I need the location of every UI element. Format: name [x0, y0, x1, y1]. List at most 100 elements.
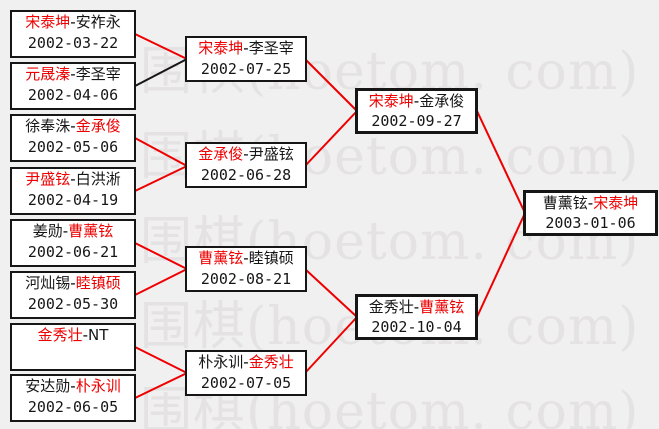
- player-name: 朴永训: [198, 353, 244, 371]
- player-name: 曹薰铉: [68, 222, 114, 240]
- match-date: 2002-06-21: [27, 243, 119, 261]
- separator: -: [70, 377, 76, 395]
- player-name: 曹薰铉: [198, 249, 244, 267]
- match-date: 2002-03-22: [27, 34, 119, 52]
- player-name: 徐奉洙: [25, 117, 71, 135]
- match-date: 2002-08-21: [200, 270, 292, 288]
- match-title: 徐奉洙-金承俊: [12, 116, 134, 137]
- connector-line: [304, 58, 358, 112]
- match-box-r2m3: 曹薰铉-睦镇硕 2002-08-21: [185, 246, 307, 292]
- match-title: 金秀壮-曹薰铉: [358, 297, 475, 317]
- match-title: 曹薰铉-宋泰坤: [526, 193, 655, 213]
- match-box-sf1: 宋泰坤-金承俊 2002-09-27: [355, 88, 478, 134]
- match-box-final: 曹薰铉-宋泰坤 2003-01-06: [523, 190, 658, 236]
- separator: -: [62, 222, 69, 240]
- match-date: 2002-07-05: [200, 374, 292, 392]
- match-date: 2002-06-05: [27, 398, 119, 416]
- match-box-r1m4: 尹盛铉-白洪淅 2002-04-19: [10, 167, 136, 215]
- match-date: 2002-09-27: [371, 112, 462, 130]
- separator: -: [413, 298, 420, 316]
- separator: -: [82, 326, 89, 344]
- match-title: 金秀壮-NT: [12, 325, 134, 346]
- match-date: 2002-10-04: [371, 318, 462, 336]
- player-name: 宋泰坤: [368, 92, 414, 110]
- connector-line: [134, 137, 188, 167]
- connector-line: [134, 165, 188, 192]
- player-name: 宋泰坤: [593, 194, 639, 212]
- player-name: 金秀壮: [37, 326, 83, 344]
- player-name: 金承俊: [419, 92, 465, 110]
- connector-line: [304, 268, 358, 318]
- match-title: 朴永训-金秀壮: [187, 352, 305, 373]
- player-name: 朴永训: [75, 377, 121, 395]
- player-name: 安达勋: [25, 377, 71, 395]
- match-box-r1m3: 徐奉洙-金承俊 2002-05-06: [10, 114, 136, 162]
- player-name: 金秀壮: [248, 353, 294, 371]
- connector-line: [476, 212, 526, 318]
- player-name: 李圣宰: [248, 39, 294, 57]
- match-box-r1m5: 姜勋-曹薰铉 2002-06-21: [10, 219, 136, 267]
- match-date: 2002-06-28: [200, 166, 292, 184]
- match-box-r2m1: 宋泰坤-李圣宰 2002-07-25: [185, 36, 307, 82]
- match-title: 姜勋-曹薰铉: [12, 221, 134, 242]
- match-date: 2002-04-06: [27, 86, 119, 104]
- match-title: 安达勋-朴永训: [12, 376, 134, 397]
- player-name: 白洪淅: [75, 170, 121, 188]
- match-date: 2002-07-25: [200, 60, 292, 78]
- player-name: 河灿锡: [25, 274, 71, 292]
- separator: -: [70, 65, 76, 83]
- separator: -: [70, 274, 76, 292]
- connector-line: [476, 110, 526, 214]
- player-name: 尹盛铉: [248, 145, 294, 163]
- match-date: 2003-01-06: [545, 214, 636, 232]
- match-title: 元晟溱-李圣宰: [12, 64, 134, 85]
- match-title: 河灿锡-睦镇硕: [12, 273, 134, 294]
- player-name: 元晟溱: [25, 65, 71, 83]
- separator: -: [70, 117, 76, 135]
- match-date: 2002-04-19: [27, 191, 119, 209]
- match-box-r1m7: 金秀壮-NT: [10, 323, 136, 371]
- player-name: 尹盛铉: [25, 170, 71, 188]
- match-title: 宋泰坤-李圣宰: [187, 38, 305, 59]
- player-name: 宋泰坤: [198, 39, 244, 57]
- connector-line: [134, 33, 188, 60]
- connector-line: [134, 58, 188, 87]
- separator: -: [70, 13, 76, 31]
- player-name: 曹薰铉: [419, 298, 465, 316]
- player-name: 宋泰坤: [25, 13, 71, 31]
- separator: -: [243, 353, 249, 371]
- match-title: 宋泰坤-安祚永: [12, 12, 134, 33]
- player-name: 安祚永: [75, 13, 121, 31]
- match-box-r2m4: 朴永训-金秀壮 2002-07-05: [185, 350, 307, 396]
- match-title: 尹盛铉-白洪淅: [12, 169, 134, 190]
- match-box-r1m8: 安达勋-朴永训 2002-06-05: [10, 374, 136, 422]
- match-box-sf2: 金秀壮-曹薰铉 2002-10-04: [355, 294, 478, 340]
- player-name: 金承俊: [75, 117, 121, 135]
- match-title: 金承俊-尹盛铉: [187, 144, 305, 165]
- match-date: 2002-05-30: [27, 295, 119, 313]
- player-name: 李圣宰: [75, 65, 121, 83]
- separator: -: [587, 194, 594, 212]
- match-box-r1m6: 河灿锡-睦镇硕 2002-05-30: [10, 271, 136, 319]
- match-box-r2m2: 金承俊-尹盛铉 2002-06-28: [185, 142, 307, 188]
- separator: -: [243, 249, 249, 267]
- separator: -: [243, 39, 249, 57]
- match-date: 2002-05-06: [27, 138, 119, 156]
- match-box-r1m1: 宋泰坤-安祚永 2002-03-22: [10, 10, 136, 58]
- connector-line: [304, 316, 358, 374]
- match-title: 曹薰铉-睦镇硕: [187, 248, 305, 269]
- separator: -: [413, 92, 420, 110]
- player-name: 金秀壮: [368, 298, 414, 316]
- player-name: NT: [88, 326, 109, 344]
- separator: -: [70, 170, 76, 188]
- connector-line: [134, 268, 188, 296]
- match-title: 宋泰坤-金承俊: [358, 91, 475, 111]
- connector-line: [134, 346, 188, 374]
- connector-line: [134, 372, 188, 399]
- player-name: 睦镇硕: [248, 249, 294, 267]
- connector-line: [134, 242, 188, 270]
- player-name: 金承俊: [198, 145, 244, 163]
- match-box-r1m2: 元晟溱-李圣宰 2002-04-06: [10, 62, 136, 110]
